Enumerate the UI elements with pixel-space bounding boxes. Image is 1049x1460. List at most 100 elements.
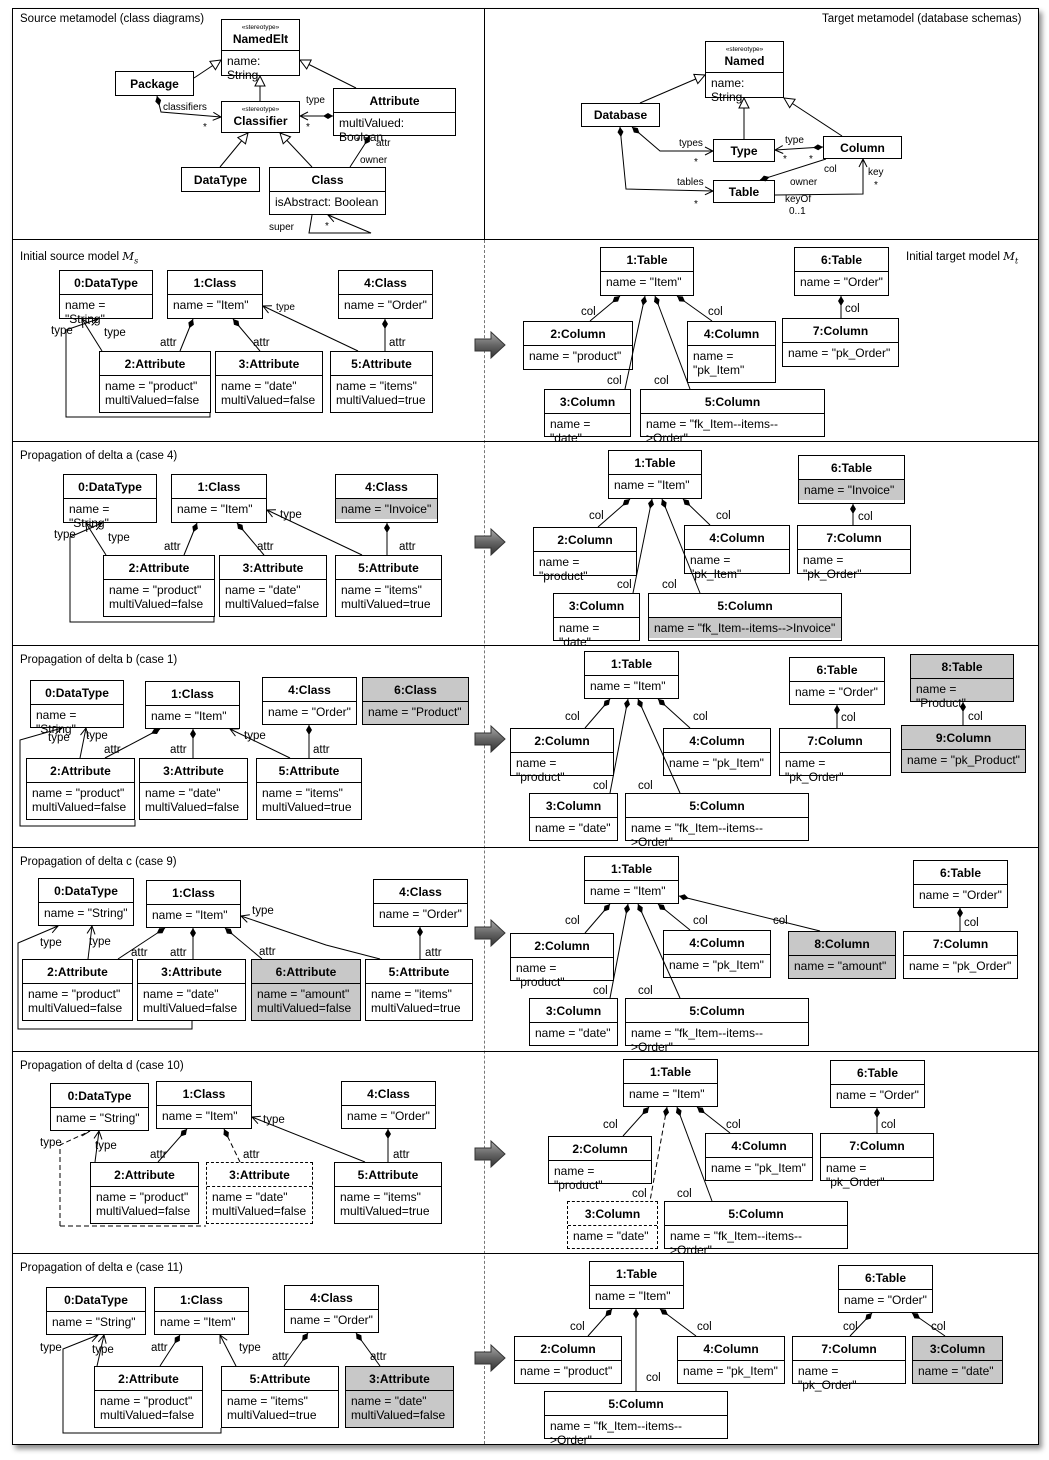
metamodel-divider — [484, 9, 485, 239]
delta-d-caption: Propagation of delta d (case 10) — [20, 1060, 184, 1072]
object-value: name = "pk_Order" — [826, 1161, 885, 1189]
object-title: 1:Class — [157, 1082, 251, 1106]
class-name: Class — [270, 168, 385, 192]
object-value: name = "date" — [212, 1190, 288, 1204]
object-value: name = "date" — [351, 1394, 427, 1408]
object-value: name = "product" — [516, 961, 565, 989]
object-title: 7:Column — [783, 319, 898, 343]
object-title: 2:Attribute — [104, 556, 214, 580]
object-value: multiValued=false — [212, 1204, 307, 1218]
object-title: 1:Class — [155, 1288, 248, 1312]
section-divider — [12, 1051, 1039, 1052]
object-class-1: 1:Class name = "Item" — [167, 270, 263, 319]
object-title: 1:Table — [601, 248, 693, 272]
class-name: Package — [130, 76, 179, 91]
section-divider — [12, 847, 1039, 848]
delta-b-caption: Propagation of delta b (case 1) — [20, 654, 178, 666]
object-value: name = "Item" — [173, 298, 249, 312]
object-title: 4:Column — [685, 526, 789, 550]
class-attribute: name: String — [227, 54, 261, 82]
object-title: 6:Table — [799, 456, 904, 480]
object-value: name = "date" — [145, 786, 221, 800]
object-title: 2:Column — [511, 729, 613, 753]
object-title: 2:Column — [511, 934, 613, 958]
object-value: name = "fk_Item--items-->Order" — [631, 821, 763, 849]
section-divider — [12, 441, 1039, 442]
object-title: 2:Attribute — [95, 1367, 202, 1391]
caption-text: Initial target model — [906, 251, 1000, 263]
object-value: name = "Product" — [916, 682, 966, 710]
object-title: 1:Class — [168, 271, 262, 295]
object-title: 4:Column — [706, 1134, 812, 1158]
object-value: multiValued=false — [100, 1408, 195, 1422]
object-title: 5:Attribute — [336, 556, 441, 580]
object-title: 6:Table — [790, 658, 884, 682]
namedelt-class: «stereotype»NamedElt name: String — [221, 19, 300, 82]
object-title: 7:Column — [780, 729, 890, 753]
source-target-divider — [484, 240, 485, 1444]
math-symbol: M — [122, 249, 135, 263]
object-title: 6:Table — [839, 1266, 932, 1290]
object-value: name = "pk_Order" — [803, 553, 862, 581]
class-attribute: name: String — [711, 76, 745, 104]
object-title: 6:Table — [914, 861, 1007, 885]
object-title: 6:Table — [831, 1061, 924, 1085]
object-value: name = "date" — [573, 1229, 649, 1243]
object-column-7: 7:Column name = "pk_Order" — [779, 728, 891, 784]
object-title: 1:Class — [146, 682, 239, 706]
object-value: name = "amount" — [257, 987, 350, 1001]
class-name: Table — [728, 184, 760, 199]
object-title: 3:Attribute — [207, 1163, 312, 1187]
object-value: multiValued=true — [371, 1001, 461, 1015]
source-metamodel-caption: Source metamodel (class diagrams) — [20, 13, 205, 25]
object-title: 9:Column — [902, 726, 1025, 750]
object-value: name = "fk_Item--items-->Order" — [670, 1229, 802, 1257]
attribute-class: Attribute multiValued: Boolean — [333, 88, 456, 144]
class-attribute: multiValued: Boolean — [339, 116, 405, 144]
object-title: 0:DataType — [47, 1288, 145, 1312]
class-name: NamedElt — [232, 32, 289, 46]
caption-text: Initial source model — [20, 251, 120, 263]
object-value: name = "Item" — [152, 908, 228, 922]
object-value: name = "Order" — [268, 705, 351, 719]
object-title: 1:Table — [624, 1060, 717, 1084]
class-attribute: isAbstract: Boolean — [275, 195, 379, 209]
object-value: multiValued=true — [262, 800, 352, 814]
object-value: name = "fk_Item--items-->Invoice" — [649, 618, 841, 638]
object-value: multiValued=false — [257, 1001, 352, 1015]
object-title: 1:Class — [147, 881, 240, 905]
object-title: 5:Column — [545, 1392, 727, 1416]
class-class: Class isAbstract: Boolean — [269, 167, 386, 215]
object-title: 6:Attribute — [252, 960, 360, 984]
object-title: 5:Attribute — [335, 1163, 441, 1187]
database-class: Database — [581, 103, 660, 127]
section-divider — [12, 645, 1039, 646]
object-value: name = "Item" — [595, 1289, 671, 1303]
object-title: 5:Column — [626, 999, 808, 1023]
object-value: name = "pk_Order" — [785, 756, 844, 784]
object-value: name = "Item" — [160, 1315, 236, 1329]
object-title: 5:Attribute — [331, 352, 432, 376]
